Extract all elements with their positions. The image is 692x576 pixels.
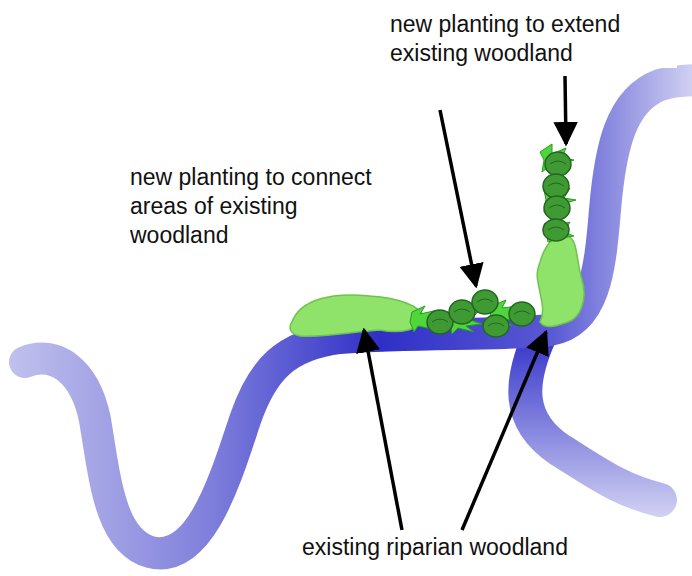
existing-woodland bbox=[290, 295, 425, 336]
annotation-label: new planting to connect areas of existin… bbox=[128, 163, 400, 250]
leader-arrow bbox=[364, 76, 566, 530]
river bbox=[25, 80, 692, 553]
river-branch bbox=[525, 335, 660, 500]
annotation-label: new planting to extend existing woodland bbox=[388, 10, 677, 68]
new-planting bbox=[410, 144, 576, 334]
crown-detail bbox=[432, 161, 566, 326]
annotation-label: existing riparian woodland bbox=[300, 533, 684, 562]
planted-trees bbox=[427, 152, 571, 337]
existing-woodland bbox=[537, 235, 584, 326]
